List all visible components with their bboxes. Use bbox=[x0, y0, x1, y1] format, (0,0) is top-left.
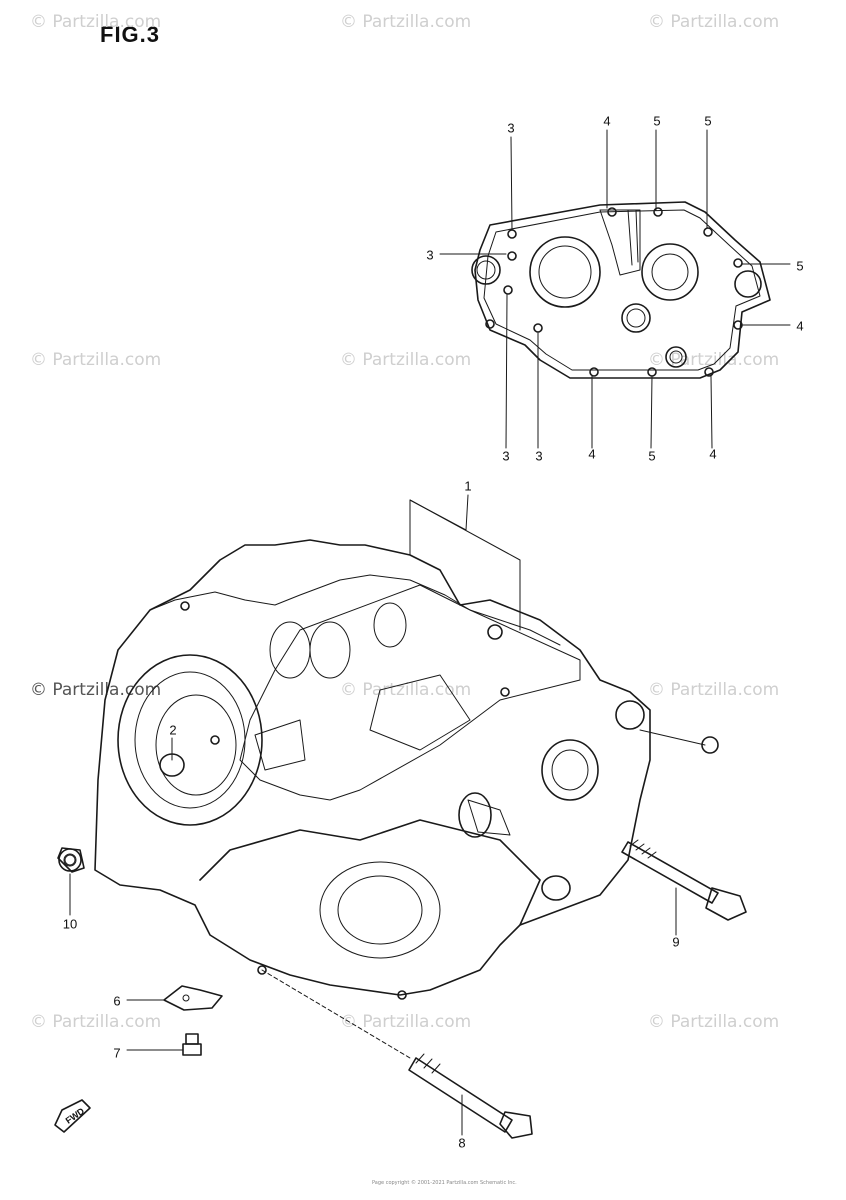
watermark: © Partzilla.com bbox=[340, 12, 472, 32]
callout-3: 3 bbox=[535, 448, 543, 464]
watermark: © Partzilla.com bbox=[340, 350, 472, 370]
callout-9: 9 bbox=[672, 934, 680, 950]
callout-5: 5 bbox=[704, 113, 712, 129]
watermark: © Partzilla.com bbox=[340, 1012, 472, 1032]
callout-1: 1 bbox=[464, 478, 472, 494]
screw-7 bbox=[126, 1033, 202, 1056]
callout-4: 4 bbox=[603, 113, 611, 129]
watermark: © Partzilla.com bbox=[30, 12, 162, 32]
callout-3: 3 bbox=[502, 448, 510, 464]
watermark: © Partzilla.com bbox=[30, 1012, 162, 1032]
crankcase-gasket-view bbox=[439, 129, 791, 449]
callout-2: 2 bbox=[169, 722, 177, 738]
callout-5: 5 bbox=[796, 258, 804, 274]
callout-5: 5 bbox=[653, 113, 661, 129]
callout-5: 5 bbox=[648, 448, 656, 464]
watermark: © Partzilla.com bbox=[648, 12, 780, 32]
bolt-8 bbox=[261, 969, 533, 1139]
callout-10: 10 bbox=[62, 916, 78, 932]
callout-4: 4 bbox=[709, 446, 717, 462]
callout-3: 3 bbox=[426, 247, 434, 263]
callout-6: 6 bbox=[113, 993, 121, 1009]
callout-3: 3 bbox=[507, 120, 515, 136]
bolt-9 bbox=[621, 839, 747, 936]
callout-8: 8 bbox=[458, 1135, 466, 1151]
fwd-arrow-icon: FWD bbox=[54, 1099, 91, 1133]
watermark: © Partzilla.com bbox=[648, 680, 780, 700]
figure-title: FIG.3 bbox=[100, 22, 161, 47]
plate-6 bbox=[126, 985, 223, 1011]
watermark: © Partzilla.com bbox=[30, 350, 162, 370]
copyright-footer: Page copyright © 2001-2021 Partzilla.com… bbox=[372, 1180, 517, 1186]
watermark: © Partzilla.com bbox=[648, 1012, 780, 1032]
callout-4: 4 bbox=[796, 318, 804, 334]
callout-4: 4 bbox=[588, 446, 596, 462]
crankcase-assembly bbox=[58, 494, 719, 1000]
watermark: © Partzilla.com bbox=[340, 680, 472, 700]
callout-7: 7 bbox=[113, 1045, 121, 1061]
cap-10 bbox=[57, 847, 85, 916]
